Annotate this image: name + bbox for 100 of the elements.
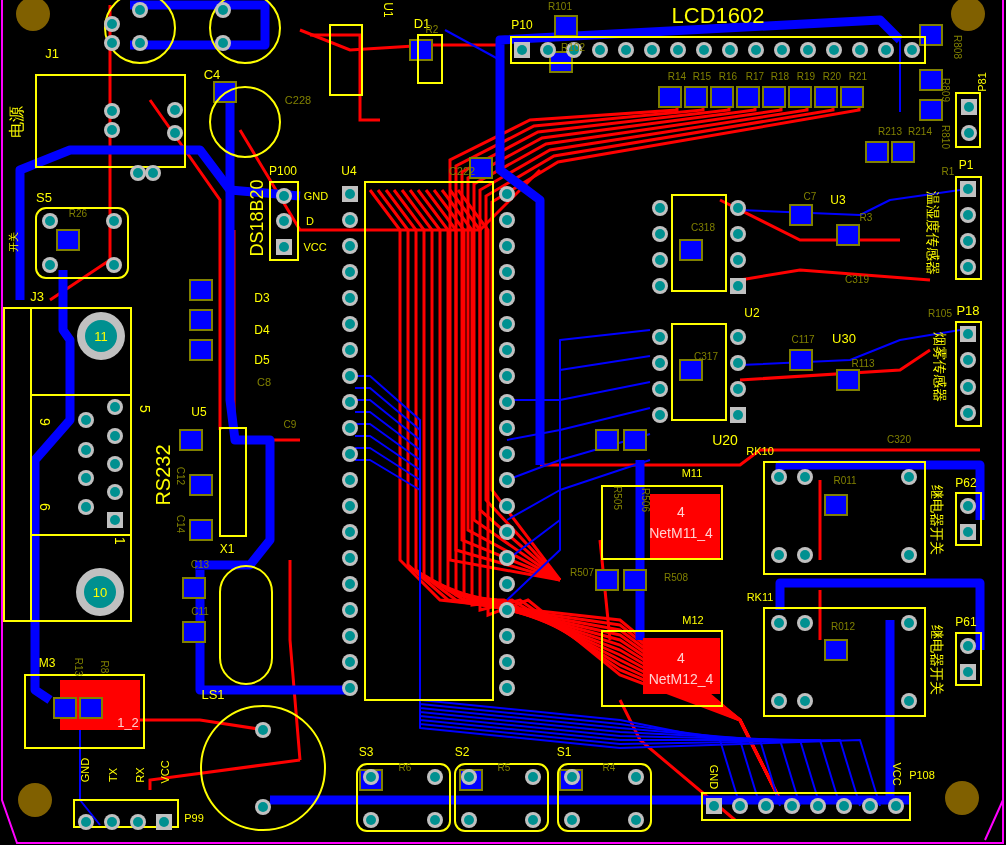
pcb-label: R102	[561, 43, 585, 53]
pcb-label: P1	[958, 159, 974, 171]
pcb-label: R6	[398, 763, 412, 773]
pcb-label: 1_2	[117, 715, 139, 729]
pcb-label: S2	[454, 746, 470, 758]
pcb-label: 4	[677, 651, 685, 665]
pcb-label: C320	[887, 435, 911, 445]
pcb-label: R4	[602, 763, 616, 773]
pcb-label: U1	[382, 2, 394, 18]
pcb-label: GND	[79, 757, 91, 783]
pcb-label: C8	[256, 376, 272, 388]
pcb-label: LCD1602	[671, 5, 765, 27]
pcb-label: R012	[831, 622, 855, 632]
pcb-label: R21	[848, 72, 868, 82]
pcb-label: D4	[254, 324, 270, 336]
pcb-label: J1	[45, 46, 59, 60]
pcb-label: R18	[770, 72, 790, 82]
pcb-label: TX	[107, 767, 119, 783]
pcb-label: RK11	[746, 591, 774, 603]
pcb-label: 11	[94, 329, 108, 343]
pcb-label: R5	[497, 763, 511, 773]
pcb-label: C318	[691, 223, 715, 233]
pcb-label: R101	[548, 2, 572, 12]
pcb-label: 6	[38, 503, 52, 511]
pcb-label: 9	[38, 418, 52, 426]
pcb-label: RS232	[153, 444, 173, 506]
pcb-label: R3	[859, 213, 873, 223]
pcb-label: S3	[358, 746, 374, 758]
pcb-label: R508	[664, 573, 688, 583]
pcb-label: R1	[941, 167, 955, 177]
pcb-label: U4	[341, 165, 357, 177]
pcb-label: R8	[99, 660, 109, 674]
pcb-label: R13	[73, 657, 83, 677]
pcb-label: R808	[952, 35, 962, 59]
pcb-label: R214	[908, 127, 932, 137]
pcb-label: GND	[303, 190, 329, 202]
pcb-label: C117	[791, 335, 815, 345]
pcb-label: 烟雾传感器	[933, 332, 947, 402]
pcb-label: RX	[134, 767, 146, 783]
pcb-label: C7	[803, 192, 817, 202]
pcb-label: NetM11_4	[649, 526, 713, 540]
pcb-label: J3	[30, 289, 44, 303]
pcb-label: D3	[254, 292, 270, 304]
pcb-label: U2	[744, 307, 760, 319]
pcb-label: VCC	[303, 241, 327, 253]
pcb-label: 10	[92, 585, 108, 599]
pcb-label: R011	[833, 476, 857, 486]
pcb-label: DS18B20	[248, 179, 266, 257]
pcb-label: R505	[612, 486, 622, 510]
pcb-label: C319	[845, 275, 869, 285]
pcb-label: C12	[175, 466, 185, 486]
pcb-label: 继电器开关	[930, 625, 944, 695]
pcb-label: R20	[822, 72, 842, 82]
pcb-label: M11	[681, 467, 703, 479]
pcb-label: R506	[640, 488, 650, 512]
pcb-label: VCC	[159, 760, 171, 784]
pcb-label: R17	[745, 72, 765, 82]
pcb-label: P18	[956, 303, 980, 317]
pcb-label: VCC	[890, 762, 902, 786]
pcb-label: 继电器开关	[930, 485, 944, 555]
pcb-label: C11	[191, 607, 209, 617]
pcb-label: R105	[928, 309, 952, 319]
pcb-label: R113	[851, 359, 875, 369]
pcb-label: X1	[219, 543, 235, 555]
pcb-label: U30	[832, 331, 856, 345]
pcb-label: GND	[707, 764, 719, 790]
pcb-label: LS1	[201, 687, 225, 701]
pcb-label: C9	[283, 420, 297, 430]
pcb-label: 5	[138, 405, 152, 413]
pcb-label: R14	[667, 72, 687, 82]
pcb-label: P99	[184, 812, 204, 824]
pcb-label: P81	[976, 72, 988, 92]
pcb-label: R26	[68, 209, 88, 219]
pcb-label: U20	[712, 433, 738, 447]
pcb-label: U5	[191, 406, 207, 418]
pcb-label: 温湿度传感器	[926, 191, 940, 275]
pcb-label: R19	[796, 72, 816, 82]
pcb-label: 开关	[9, 232, 19, 252]
pcb-label: D	[306, 215, 314, 227]
pcb-label: 电源	[9, 106, 25, 138]
pcb-label: C4	[203, 67, 221, 81]
pcb-label: S5	[36, 190, 52, 204]
pcb-label: NetM12_4	[648, 672, 714, 686]
pcb-label: 4	[677, 505, 685, 519]
pcb-label: R213	[878, 127, 902, 137]
pcb-label: P108	[909, 769, 935, 781]
pcb-label: P10	[511, 19, 533, 31]
pcb-label: R810	[940, 125, 950, 149]
pcb-label: P100	[269, 165, 297, 177]
pcb-label: C228	[284, 94, 312, 106]
pcb-label: R507	[570, 568, 594, 578]
pcb-label: R15	[692, 72, 712, 82]
pcb-label: P62	[955, 477, 977, 489]
pcb-label: R16	[718, 72, 738, 82]
pcb-label: D5	[254, 354, 270, 366]
pcb-label: M12	[682, 614, 704, 626]
pcb-label: 1	[113, 537, 127, 545]
pcb-label: C14	[175, 514, 185, 534]
pcb-label: U3	[830, 194, 846, 206]
pcb-label: S1	[556, 746, 572, 758]
